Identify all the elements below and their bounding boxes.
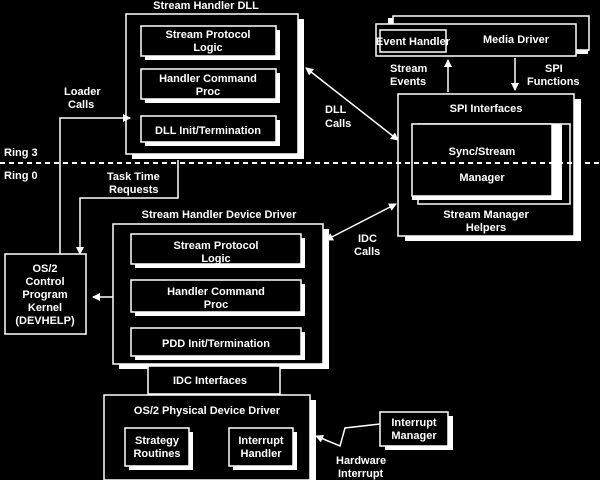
stream-handler-dll: Stream Handler DLL Stream Protocol Logic… bbox=[125, 0, 304, 159]
dll-module-stream-protocol: Stream Protocol Logic bbox=[140, 25, 280, 60]
os2-kernel: OS/2 Control Program Kernel (DEVHELP) bbox=[4, 253, 87, 335]
sdd-module-stream-protocol: Stream Protocol Logic bbox=[130, 233, 305, 268]
physical-device-driver: OS/2 Physical Device Driver Strategy Rou… bbox=[103, 394, 316, 480]
sdd-title: Stream Handler Device Driver bbox=[142, 209, 297, 221]
hardware-interrupt-label: Hardware bbox=[336, 455, 386, 467]
media-driver-label: Media Driver bbox=[483, 34, 550, 46]
event-handler-label: Event Handler bbox=[376, 36, 451, 48]
task-time-connector: Task Time Requests bbox=[76, 160, 179, 255]
svg-text:Logic: Logic bbox=[193, 42, 222, 54]
kernel-line-2: Control bbox=[25, 276, 64, 288]
sdd-module-init-termination: PDD Init/Termination bbox=[130, 327, 305, 360]
idc-calls-label-2: Calls bbox=[354, 246, 380, 258]
sync-stream-label: Sync/Stream bbox=[449, 146, 516, 158]
loader-calls-label: Loader bbox=[64, 86, 101, 98]
sdd-module-handler-command: Handler Command Proc bbox=[130, 279, 305, 316]
task-time-label-2: Requests bbox=[109, 184, 159, 196]
stream-events-connector: Stream Events bbox=[390, 59, 452, 92]
dll-calls-label-2: Calls bbox=[325, 118, 351, 130]
svg-text:Handler Command: Handler Command bbox=[159, 73, 257, 85]
svg-text:Routines: Routines bbox=[133, 448, 180, 460]
event-handler-box bbox=[379, 29, 447, 53]
svg-text:Interrupt: Interrupt bbox=[238, 435, 284, 447]
idc-interfaces: IDC Interfaces bbox=[147, 365, 281, 395]
dll-calls-connector: DLL Calls bbox=[305, 67, 399, 141]
interrupt-manager-box bbox=[379, 411, 449, 447]
kernel-line-1: OS/2 bbox=[32, 263, 57, 275]
svg-text:Handler Command: Handler Command bbox=[167, 286, 265, 298]
interrupt-manager: Interrupt Manager bbox=[379, 411, 453, 450]
dll-module-init-termination: DLL Init/Termination bbox=[140, 115, 280, 146]
idc-interfaces-label: IDC Interfaces bbox=[173, 375, 247, 387]
svg-text:Stream Protocol: Stream Protocol bbox=[174, 240, 259, 252]
helpers-label-2: Helpers bbox=[466, 222, 506, 234]
kernel-line-5: (DEVHELP) bbox=[15, 315, 75, 327]
hardware-interrupt-label-2: Interrupt bbox=[338, 468, 384, 480]
idc-calls-connector: IDC Calls bbox=[325, 203, 397, 258]
svg-text:DLL Init/Termination: DLL Init/Termination bbox=[155, 125, 261, 137]
svg-text:Stream Protocol: Stream Protocol bbox=[166, 29, 251, 41]
loader-calls-connector: Loader Calls bbox=[59, 86, 131, 254]
spi-title: SPI Interfaces bbox=[450, 103, 523, 115]
ring-boundary: Ring 3 Ring 0 bbox=[0, 147, 600, 182]
sync-stream-box bbox=[411, 123, 553, 197]
interrupt-manager-label-2: Manager bbox=[391, 430, 437, 442]
sync-stream-label-2: Manager bbox=[459, 172, 505, 184]
task-time-label: Task Time bbox=[107, 171, 160, 183]
kernel-line-3: Program bbox=[22, 289, 67, 301]
dll-calls-label: DLL bbox=[325, 104, 347, 116]
kernel-box bbox=[4, 253, 87, 335]
spi-functions-label: SPI bbox=[545, 63, 563, 75]
svg-text:Proc: Proc bbox=[204, 299, 228, 311]
strategy-routines: Strategy Routines bbox=[124, 427, 193, 470]
loader-calls-label-2: Calls bbox=[68, 99, 94, 111]
interrupt-handler: Interrupt Handler bbox=[228, 427, 297, 470]
media-driver-group: Event Handler Media Driver bbox=[375, 15, 590, 57]
spi-interfaces: SPI Interfaces Sync/Stream Manager Strea… bbox=[397, 93, 581, 241]
svg-text:Strategy: Strategy bbox=[135, 435, 180, 447]
helpers-label: Stream Manager bbox=[443, 209, 529, 221]
ring0-label: Ring 0 bbox=[4, 170, 38, 182]
svg-text:Logic: Logic bbox=[201, 253, 230, 265]
kernel-line-4: Kernel bbox=[28, 302, 62, 314]
dll-title: Stream Handler DLL bbox=[153, 0, 259, 12]
svg-text:Proc: Proc bbox=[196, 86, 220, 98]
hardware-interrupt-connector: Hardware Interrupt bbox=[315, 423, 386, 480]
dll-module-handler-command: Handler Command Proc bbox=[140, 68, 280, 103]
svg-text:PDD Init/Termination: PDD Init/Termination bbox=[162, 338, 270, 350]
pdd-title: OS/2 Physical Device Driver bbox=[134, 405, 281, 417]
idc-calls-label: IDC bbox=[358, 233, 377, 245]
stream-events-label-2: Events bbox=[390, 76, 426, 88]
idc-interfaces-box bbox=[147, 365, 281, 395]
interrupt-manager-label: Interrupt bbox=[391, 417, 437, 429]
svg-text:Handler: Handler bbox=[241, 448, 283, 460]
spi-functions-connector: SPI Functions bbox=[511, 58, 580, 91]
ring3-label: Ring 3 bbox=[4, 147, 38, 159]
stream-events-label: Stream bbox=[390, 63, 428, 75]
stream-handler-device-driver: Stream Handler Device Driver Stream Prot… bbox=[112, 209, 329, 369]
spi-functions-label-2: Functions bbox=[527, 76, 580, 88]
